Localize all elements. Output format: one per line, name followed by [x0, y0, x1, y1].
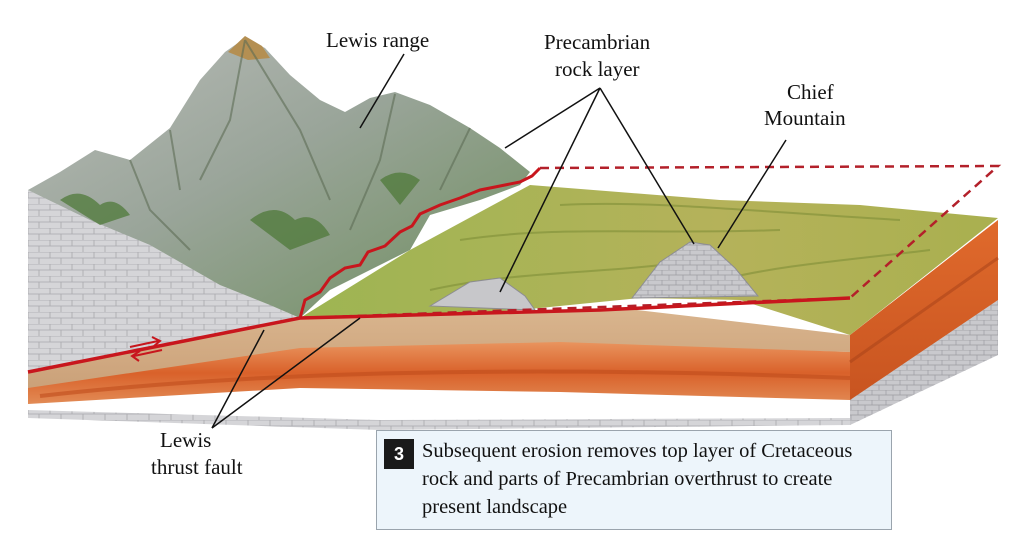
bedrock-side-right — [850, 300, 998, 425]
label-lewis-range: Lewis range — [326, 28, 430, 52]
fault-arrow-lower — [130, 349, 163, 362]
label-chief-line2: Mountain — [764, 106, 846, 130]
leader-lewis-range — [359, 53, 405, 129]
tan-layer — [28, 308, 850, 392]
step-number-badge: 3 — [384, 439, 414, 469]
lewis-range-mountains — [28, 38, 530, 318]
forest-patches — [60, 172, 420, 250]
chief-mountain-shape — [630, 241, 760, 299]
label-precambrian-line2: rock layer — [555, 57, 640, 81]
leader-thrust-2 — [211, 317, 361, 429]
label-thrust-line1: Lewis — [160, 428, 212, 452]
caption-text: Subsequent erosion removes top layer of … — [422, 440, 853, 518]
leader-precambrian-3 — [599, 87, 695, 245]
plains-texture — [429, 202, 931, 291]
precambrian-hill-left — [428, 277, 536, 311]
leader-precambrian-2 — [499, 87, 601, 293]
leader-precambrian-1 — [504, 87, 601, 149]
mountain-ridges — [129, 39, 471, 251]
precambrian-boundary-line — [298, 166, 542, 319]
leader-chief-mountain — [717, 139, 787, 249]
label-thrust-line2: thrust fault — [151, 455, 243, 479]
cretaceous-side-stripe — [849, 256, 999, 364]
thrust-fault-line — [27, 296, 851, 374]
label-chief-line1: Chief — [787, 80, 834, 104]
fault-arrow-upper — [129, 336, 162, 348]
label-precambrian-line1: Precambrian — [544, 30, 651, 54]
bedrock-front-bottom — [28, 400, 850, 430]
caption-box: 3 Subsequent erosion removes top layer o… — [376, 430, 892, 530]
leader-thrust-1 — [211, 329, 265, 429]
cretaceous-stripe — [39, 369, 851, 398]
